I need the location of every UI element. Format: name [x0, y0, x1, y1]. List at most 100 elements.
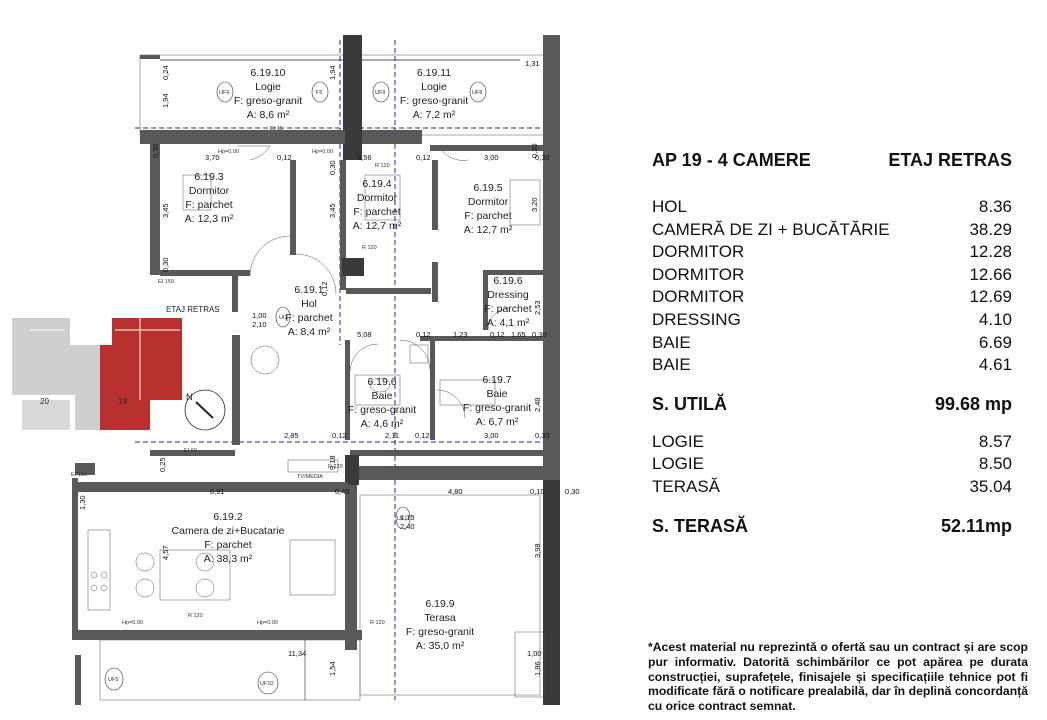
useful-area-value: 99.68 mp [934, 393, 1012, 414]
dimension: 0,12 [490, 330, 505, 339]
room-name: CAMERĂ DE ZI + BUCĂTĂRIE [652, 219, 890, 239]
useful-area-label: S. UTILĂ [652, 393, 727, 414]
room-floor: F: parchet [464, 210, 511, 222]
dimension: 0,10 [530, 487, 545, 496]
terrace-total-value: 52.11mp [940, 515, 1012, 536]
dimension: 1,65 [511, 330, 526, 339]
tag-label: UF11 [397, 516, 410, 522]
room-code: 6.19.10 [250, 67, 285, 79]
room-name: Dressing [487, 289, 529, 301]
dimension: 0,12 [277, 153, 292, 162]
terrace-area-total: S. TERASĂ 52.11mp [652, 509, 1012, 543]
apartment-title: AP 19 - 4 CAMERE [652, 150, 811, 170]
furniture [87, 174, 541, 611]
dimension: 3,45 [328, 203, 337, 218]
room-area: A: 6,7 m² [476, 416, 519, 428]
room-code: 6.19.6 [367, 376, 396, 388]
dimension: 4,80 [448, 487, 463, 496]
dimension: 3,20 [530, 197, 539, 212]
room-floor: F: parchet [204, 539, 251, 551]
dimension: 3,70 [205, 153, 220, 162]
tag-label: UI2 [279, 315, 288, 321]
disclaimer-text: *Acest material nu reprezintă o ofertă s… [648, 640, 1028, 714]
room-name: BAIE [652, 355, 691, 375]
dimension: 3,45 [161, 203, 170, 218]
tag-label: UF10 [260, 681, 273, 687]
room-area: A: 38,3 m² [204, 553, 253, 565]
floor-plan: ETAJ RETRAS 20 19 N 6.19.10 Logie F: gre… [12, 35, 580, 705]
room-area: A: 4,6 m² [361, 418, 404, 430]
dimension: 1,86 [533, 661, 542, 676]
room-name: DRESSING [652, 309, 741, 329]
room-area: A: 12,7 m² [353, 220, 402, 232]
dimension: 0,30 [532, 330, 547, 339]
dimension: 0,12 [416, 153, 431, 162]
tag-label: UF9 [375, 90, 385, 96]
tag-label: R 120 [328, 464, 343, 470]
dimension: 9,18 [328, 455, 337, 470]
room-area: A: 7,2 m² [413, 109, 456, 121]
terrace-name: LOGIE [652, 431, 704, 451]
key-plan-unit-label: 20 [40, 397, 49, 406]
room-area: 38.29 [969, 219, 1012, 239]
terrace-row: TERASĂ 35.04 [652, 476, 1012, 499]
dimension: 0,24 [161, 65, 170, 80]
room-name: Camera de zi+Bucatarie [172, 525, 285, 537]
room-name: Dormitor [468, 196, 509, 208]
room-floor: F: greso-granit [400, 95, 468, 107]
dimension: 0,30 [530, 143, 539, 158]
dimension: 0,30 [328, 160, 337, 175]
dimension: 1,94 [161, 93, 170, 108]
dimension: 0,12 [416, 330, 431, 339]
dimension: 2,85 [284, 431, 299, 440]
tag-label: R 120 [362, 245, 377, 251]
key-plan-label: ETAJ RETRAS [166, 305, 220, 314]
room-area: 12.66 [969, 264, 1012, 284]
tag-label: Hp=0.00 [312, 149, 333, 155]
dimension: 1,30 [78, 495, 87, 510]
key-plan: ETAJ RETRAS 20 19 N [12, 305, 226, 431]
tag-label: TV/MEDIA [297, 474, 323, 480]
room-floor: F: greso-granit [406, 626, 474, 638]
dimension: 5,08 [357, 330, 372, 339]
tag-label: R 120 [188, 613, 203, 619]
room-area: 8.36 [978, 197, 1012, 216]
dimension: 1,23 [453, 330, 468, 339]
tag-label: UF8 [472, 90, 482, 96]
dimension: 3,98 [533, 543, 542, 558]
room-area: 6.69 [978, 332, 1012, 352]
dimension: 1,94 [328, 65, 337, 80]
room-row: CAMERĂ DE ZI + BUCĂTĂRIE 38.29 [652, 219, 1012, 242]
room-name: DORMITOR [652, 242, 745, 262]
useful-area-total: S. UTILĂ 99.68 mp [652, 387, 1012, 421]
terrace-name: TERASĂ [652, 476, 721, 496]
tag-label: Hp=0.00 [257, 620, 278, 626]
key-plan-unit-highlight [100, 318, 182, 430]
tag-label: UF9 [219, 90, 229, 96]
room-code: 6.19.1 [294, 284, 323, 296]
dimension: 3,00 [484, 153, 499, 162]
room-area: A: 8,4 m² [288, 326, 331, 338]
dimension: 2,11 [385, 431, 399, 440]
room-name: Dormitor [189, 185, 230, 197]
tag-label: EI 150 [158, 279, 174, 285]
tag-label: UF5 [108, 677, 118, 683]
room-area: A: 35,0 m² [416, 640, 465, 652]
dimension: 6,91 [210, 487, 225, 496]
summary-header: AP 19 - 4 CAMERE ETAJ RETRAS [652, 150, 1012, 184]
room-row: DRESSING 4.10 [652, 309, 1012, 332]
compass-icon [184, 389, 226, 431]
room-floor: F: greso-granit [348, 404, 416, 416]
room-floor: F: greso-granit [234, 95, 302, 107]
room-area: 4.10 [978, 309, 1012, 329]
dimension: 0,12 [320, 281, 329, 296]
terrace-area: 35.04 [969, 476, 1012, 496]
room-code: 6.19.7 [482, 374, 511, 386]
dimension: 4,57 [161, 545, 170, 560]
walls [72, 35, 560, 705]
